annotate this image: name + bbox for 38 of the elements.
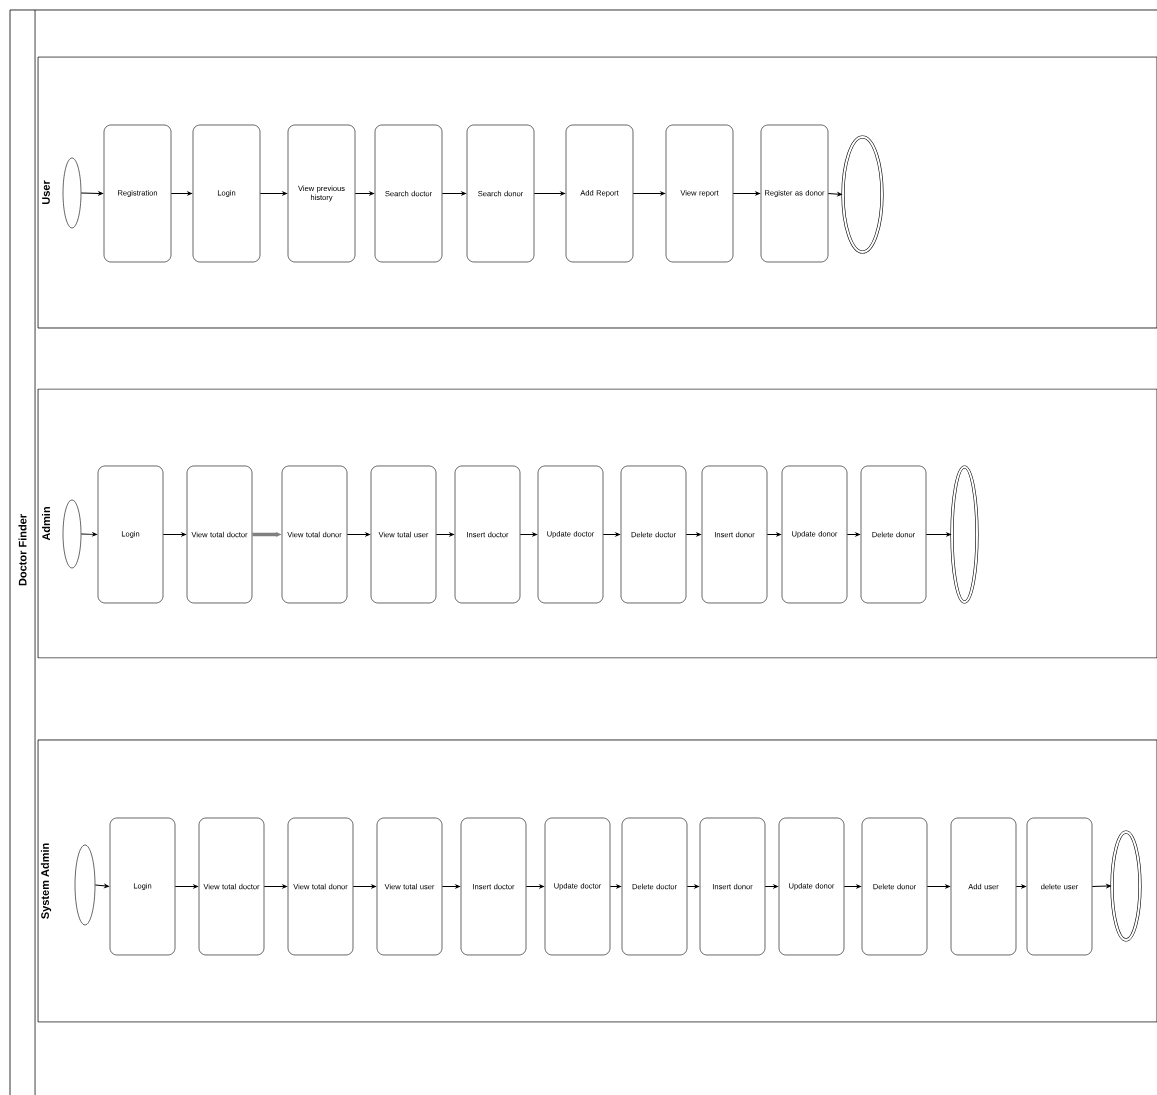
arrow: [174, 884, 198, 889]
start-node: [62, 499, 82, 569]
end-node: [841, 135, 884, 254]
end-node: [1110, 830, 1142, 942]
arrow: [346, 532, 370, 537]
arrow: [1015, 884, 1026, 889]
arrow: [263, 884, 287, 889]
arrow: [764, 884, 778, 889]
arrow: [441, 191, 466, 196]
arrow: [766, 532, 781, 537]
arrow: [80, 191, 103, 196]
arrow: [80, 532, 97, 537]
arrow: [352, 884, 376, 889]
arrow: [170, 191, 192, 196]
arrow: [441, 884, 460, 889]
arrow: [602, 532, 620, 537]
arrow: [533, 191, 565, 196]
arrow: [686, 884, 699, 889]
arrow: [926, 884, 950, 889]
arrow: [354, 191, 374, 196]
arrow: [162, 532, 186, 537]
start-node: [62, 157, 82, 229]
end-node: [950, 465, 979, 604]
arrow: [435, 532, 454, 537]
arrow: [94, 884, 109, 888]
arrow: [609, 884, 621, 889]
arrow: [925, 532, 951, 537]
start-node: [74, 844, 96, 926]
arrow: [259, 191, 287, 196]
arrow: [519, 532, 537, 537]
arrow: [632, 191, 665, 196]
arrow: [1091, 884, 1111, 888]
arrow: [525, 884, 544, 889]
arrow: [732, 191, 760, 196]
arrow: [846, 532, 860, 537]
arrow: [843, 884, 861, 889]
arrow: [827, 192, 842, 196]
arrow: [685, 532, 701, 537]
